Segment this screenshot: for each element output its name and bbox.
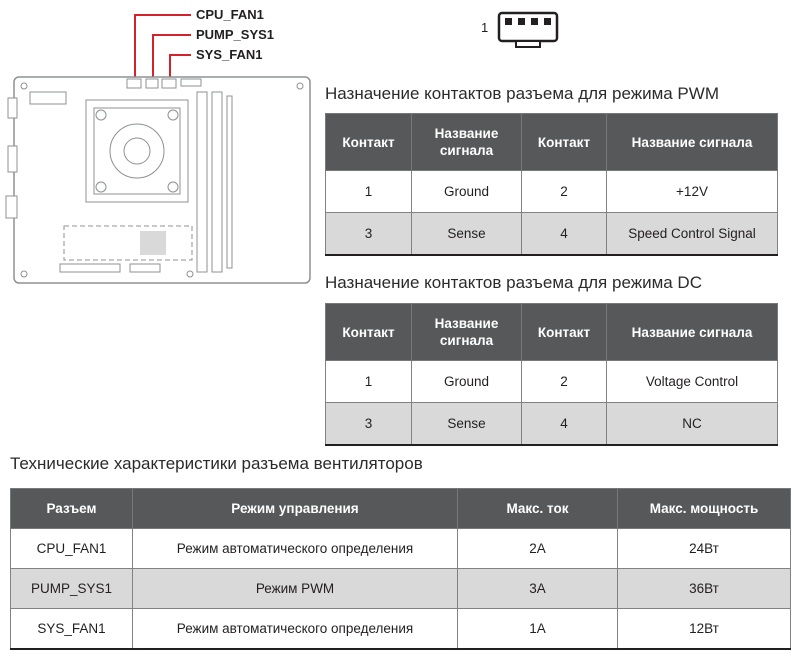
table-cell: +12V	[606, 170, 778, 213]
dc-heading: Назначение контактов разъема для режима …	[325, 273, 702, 292]
column-header: Разъем	[10, 488, 133, 529]
column-header: Название сигнала	[606, 303, 778, 361]
table-cell: 36Вт	[617, 568, 791, 609]
table-cell: 1	[325, 170, 412, 213]
table-cell: 4	[521, 402, 607, 445]
table-cell: 3A	[457, 568, 618, 609]
motherboard-outline	[5, 14, 311, 284]
table-header-row: Контакт Название сигнала Контакт Названи…	[325, 303, 778, 361]
table-row: 3 Sense 4 Speed Control Signal	[325, 212, 778, 255]
pwm-heading: Назначение контактов разъема для режима …	[325, 84, 719, 103]
table-cell: 2	[521, 360, 607, 403]
table-cell: SYS_FAN1	[10, 608, 133, 649]
table-row: 3 Sense 4 NC	[325, 402, 778, 445]
table-cell: CPU_FAN1	[10, 528, 133, 569]
connector-label-pump-sys1: PUMP_SYS1	[196, 27, 275, 42]
column-header: Название сигнала	[411, 113, 522, 171]
table-cell: 3	[325, 212, 412, 255]
connector-label-sys-fan1: SYS_FAN1	[196, 47, 263, 62]
table-cell: Режим PWM	[132, 568, 458, 609]
table-cell: 2	[521, 170, 607, 213]
pwm-table: Контакт Название сигнала Контакт Названи…	[325, 113, 778, 256]
column-header: Контакт	[325, 113, 412, 171]
board-components	[5, 78, 304, 278]
table-cell: Режим автоматического определения	[132, 528, 458, 569]
column-header: Макс. ток	[457, 488, 618, 529]
column-header: Название сигнала	[606, 113, 778, 171]
chipset-block	[140, 231, 166, 255]
table-cell: 12Вт	[617, 608, 791, 649]
table-row: 1 Ground 2 +12V	[325, 170, 778, 213]
dashed-slot-region	[63, 225, 193, 261]
column-header: Режим управления	[132, 488, 458, 529]
specs-table: Разъем Режим управления Макс. ток Макс. …	[10, 488, 791, 650]
connector-pointer-lines	[134, 14, 191, 80]
table-cell: Sense	[411, 212, 522, 255]
motherboard-diagram: CPU_FAN1 PUMP_SYS1 SYS_FAN1	[0, 0, 320, 300]
table-cell: 2A	[457, 528, 618, 569]
table-cell: 1	[325, 360, 412, 403]
table-header-row: Разъем Режим управления Макс. ток Макс. …	[10, 488, 791, 529]
table-row: PUMP_SYS1 Режим PWM 3A 36Вт	[10, 568, 791, 609]
table-cell: 24Вт	[617, 528, 791, 569]
table-row: SYS_FAN1 Режим автоматического определен…	[10, 608, 791, 649]
table-cell: Ground	[411, 360, 522, 403]
table-row: CPU_FAN1 Режим автоматического определен…	[10, 528, 791, 569]
specs-heading: Технические характеристики разъема венти…	[10, 454, 423, 473]
connector-label-cpu-fan1: CPU_FAN1	[196, 7, 264, 22]
table-cell: Speed Control Signal	[606, 212, 778, 255]
fan-connector-icon	[497, 11, 559, 48]
table-cell: Voltage Control	[606, 360, 778, 403]
table-cell: NC	[606, 402, 778, 445]
dc-table: Контакт Название сигнала Контакт Названи…	[325, 303, 778, 446]
column-header: Контакт	[521, 113, 607, 171]
column-header: Контакт	[325, 303, 412, 361]
table-cell: Ground	[411, 170, 522, 213]
table-cell: PUMP_SYS1	[10, 568, 133, 609]
table-header-row: Контакт Название сигнала Контакт Названи…	[325, 113, 778, 171]
column-header: Название сигнала	[411, 303, 522, 361]
table-cell: 3	[325, 402, 412, 445]
column-header: Макс. мощность	[617, 488, 791, 529]
pin1-label: 1	[481, 20, 489, 35]
table-cell: Sense	[411, 402, 522, 445]
column-header: Контакт	[521, 303, 607, 361]
table-cell: Режим автоматического определения	[132, 608, 458, 649]
table-cell: 1A	[457, 608, 618, 649]
table-row: 1 Ground 2 Voltage Control	[325, 360, 778, 403]
table-cell: 4	[521, 212, 607, 255]
